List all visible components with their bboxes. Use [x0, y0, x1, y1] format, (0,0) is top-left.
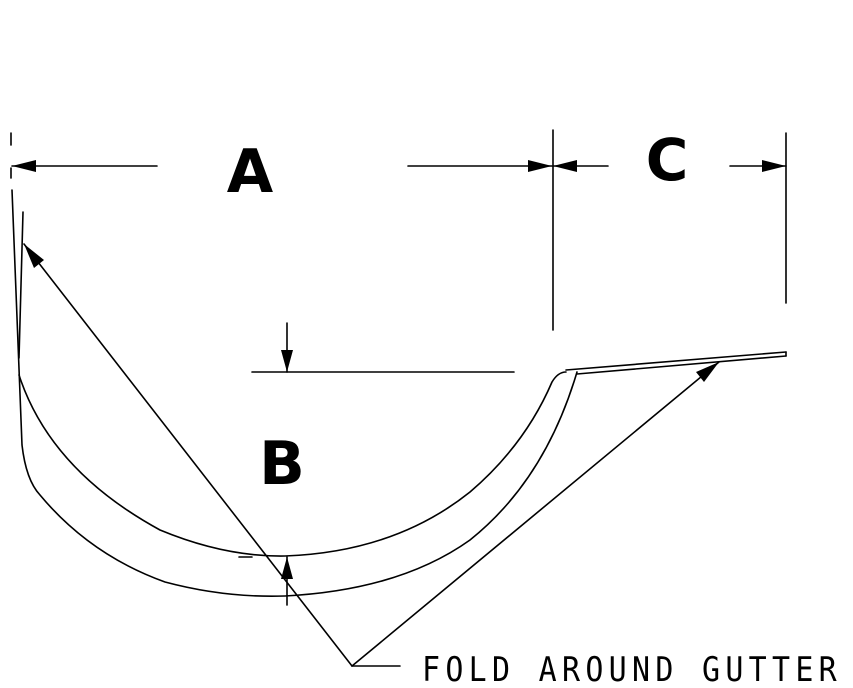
dimension-c-left-arrowhead: [553, 160, 577, 172]
callout-leader-front-arrowhead: [696, 362, 719, 382]
dimension-b-bottom-arrowhead: [281, 557, 293, 579]
dimension-a: A: [10, 132, 553, 207]
dimension-c: C: [552, 126, 787, 304]
callout-leader-back-arrowhead: [24, 244, 44, 268]
gutter-profile: [11, 189, 787, 598]
dimension-c-right-arrowhead: [762, 160, 786, 172]
gutter-outer-edge: [11, 189, 578, 598]
callout-leader-back: [23, 243, 353, 667]
callout-leaders: [23, 243, 720, 667]
gutter-inner-back-wall: [18, 211, 24, 359]
gutter-front-lip-top: [565, 351, 787, 371]
dimension-b-label: B: [259, 429, 305, 499]
dimension-b: B: [238, 322, 515, 606]
dimension-a-right-arrowhead: [528, 160, 552, 172]
callout-leader-front: [351, 361, 720, 667]
gutter-inner-edge: [18, 371, 567, 557]
callout-text: FOLD AROUND GUTTER: [422, 650, 842, 688]
gutter-front-lip-bottom: [576, 355, 787, 375]
dimension-a-label: A: [227, 137, 274, 207]
dimension-c-label: C: [646, 126, 689, 194]
dimension-a-left-arrowhead: [12, 160, 36, 172]
dimension-b-top-arrowhead: [281, 350, 293, 372]
